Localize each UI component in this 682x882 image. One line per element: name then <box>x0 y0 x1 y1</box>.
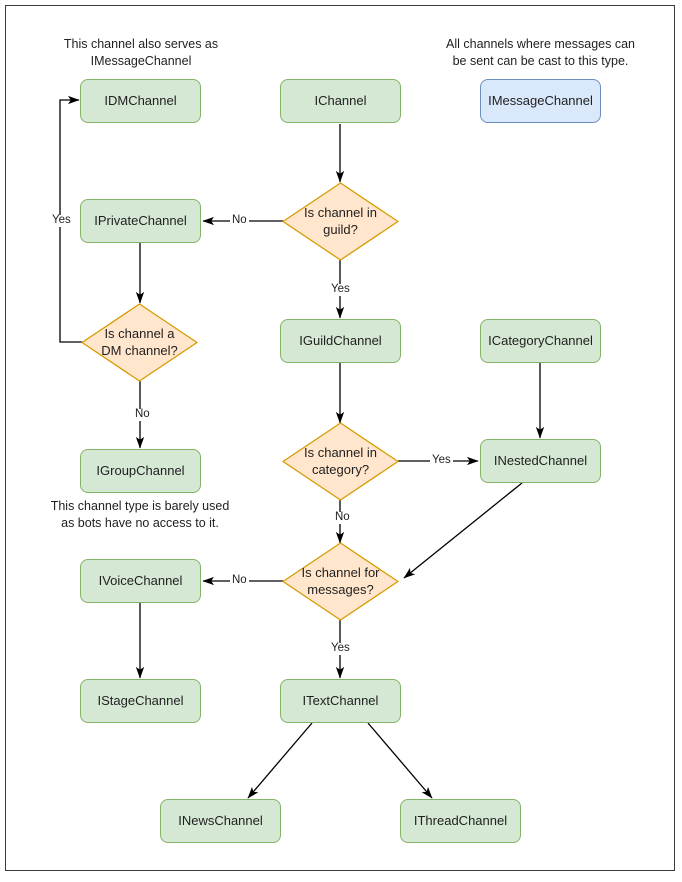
node-imessagechannel[interactable]: IMessageChannel <box>480 79 601 123</box>
diamond-shape <box>81 303 198 382</box>
node-istagechannel[interactable]: IStageChannel <box>80 679 201 723</box>
decision-is-channel-in-category[interactable]: Is channel in category? <box>282 422 399 501</box>
node-ivoicechannel[interactable]: IVoiceChannel <box>80 559 201 603</box>
node-iguildchannel[interactable]: IGuildChannel <box>280 319 401 363</box>
decision-is-channel-dm[interactable]: Is channel a DM channel? <box>81 303 198 382</box>
diamond-shape <box>282 182 399 261</box>
diamond-shape <box>282 422 399 501</box>
node-inewschannel[interactable]: INewsChannel <box>160 799 281 843</box>
node-inestedchannel[interactable]: INestedChannel <box>480 439 601 483</box>
note-group-channel: This channel type is barely used as bots… <box>50 499 230 530</box>
edge-label-guild-no: No <box>230 214 249 227</box>
edge-label-dm-no: No <box>133 408 152 421</box>
node-ithreadchannel[interactable]: IThreadChannel <box>400 799 521 843</box>
edge-label-messages-no: No <box>230 574 249 587</box>
diamond-shape <box>282 542 399 621</box>
decision-is-channel-for-messages[interactable]: Is channel for messages? <box>282 542 399 621</box>
node-ichannel[interactable]: IChannel <box>280 79 401 123</box>
edge-label-messages-yes: Yes <box>329 642 352 655</box>
node-icategorychannel[interactable]: ICategoryChannel <box>480 319 601 363</box>
note-dm-channel: This channel also serves as IMessageChan… <box>63 37 219 68</box>
edge-label-guild-yes: Yes <box>329 283 352 296</box>
note-message-channel: All channels where messages can be sent … <box>446 37 635 68</box>
edge-label-category-yes: Yes <box>430 454 453 467</box>
edge-label-dm-yes: Yes <box>50 214 73 227</box>
edge-label-category-no: No <box>333 511 352 524</box>
node-iprivatechannel[interactable]: IPrivateChannel <box>80 199 201 243</box>
node-igroupchannel[interactable]: IGroupChannel <box>80 449 201 493</box>
node-itextchannel[interactable]: ITextChannel <box>280 679 401 723</box>
decision-is-channel-in-guild[interactable]: Is channel in guild? <box>282 182 399 261</box>
node-idmchannel[interactable]: IDMChannel <box>80 79 201 123</box>
